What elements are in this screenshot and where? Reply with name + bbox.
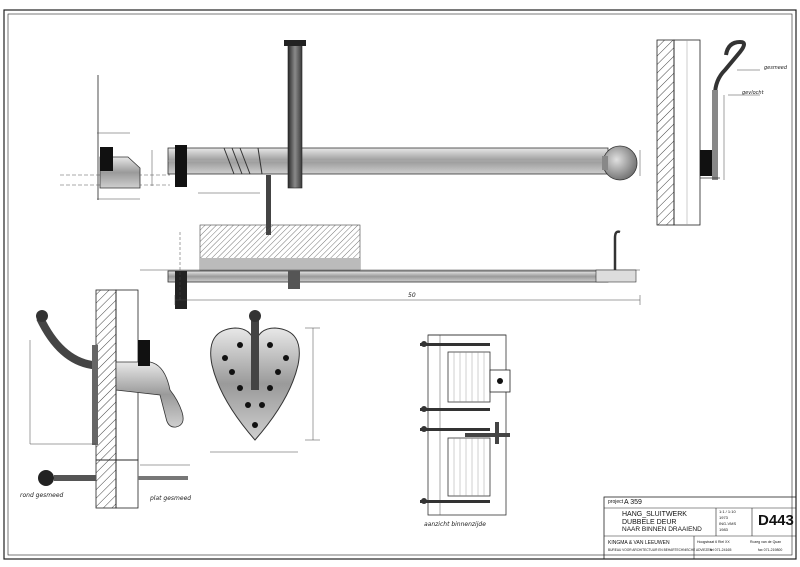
meta-drawn: ING-VMS bbox=[719, 521, 737, 526]
address-2: Rozeg van de Quan bbox=[750, 540, 782, 544]
title-line-2: DUBBELE DEUR bbox=[622, 519, 677, 526]
label-round-forged: rond gesmeed bbox=[20, 492, 64, 499]
wall-section-top-right bbox=[656, 39, 760, 226]
phone-2: fax 071-219800 bbox=[758, 548, 783, 552]
title-line-1: HANG_SLUITWERK bbox=[622, 511, 687, 518]
project-number: A 359 bbox=[624, 499, 642, 506]
label-flat-forged: plat gesmeed bbox=[150, 495, 192, 502]
address-1: Hoogstraat 6 Riel XX bbox=[697, 540, 730, 544]
title-line-3: NAAR BINNEN DRAAIEND bbox=[622, 526, 702, 533]
meta-scale: 1:1 / 1:10 bbox=[719, 509, 736, 514]
bolt-side-view bbox=[140, 224, 641, 309]
title-block-frame bbox=[603, 496, 797, 560]
sheet-border bbox=[3, 9, 797, 560]
drawing-number: D443 bbox=[758, 512, 794, 529]
door-elevation bbox=[420, 334, 511, 516]
annotation-gesmeed: gesmeed bbox=[764, 65, 788, 71]
project-label: project bbox=[608, 499, 624, 505]
heart-escutcheon bbox=[210, 310, 320, 453]
firm-name: KINGMA & VAN LEEUWEN bbox=[608, 540, 670, 546]
elevation-caption: aanzicht binnenzijde bbox=[424, 521, 486, 528]
bolt-plan-view bbox=[60, 40, 641, 235]
dimension-50: 50 bbox=[408, 292, 416, 299]
forged-pieces bbox=[38, 459, 190, 509]
meta-date: 1973 bbox=[719, 515, 728, 520]
annotation-gevlocht: gevlocht bbox=[742, 90, 764, 96]
phone-1: tel 071-24165 bbox=[710, 548, 732, 552]
meta-checked: 1983 bbox=[719, 527, 728, 532]
firm-subtitle: BUREAU VOOR ARCHITECTUUR EN BEHARTECHNIS… bbox=[608, 548, 712, 552]
hinge-section bbox=[29, 289, 184, 461]
